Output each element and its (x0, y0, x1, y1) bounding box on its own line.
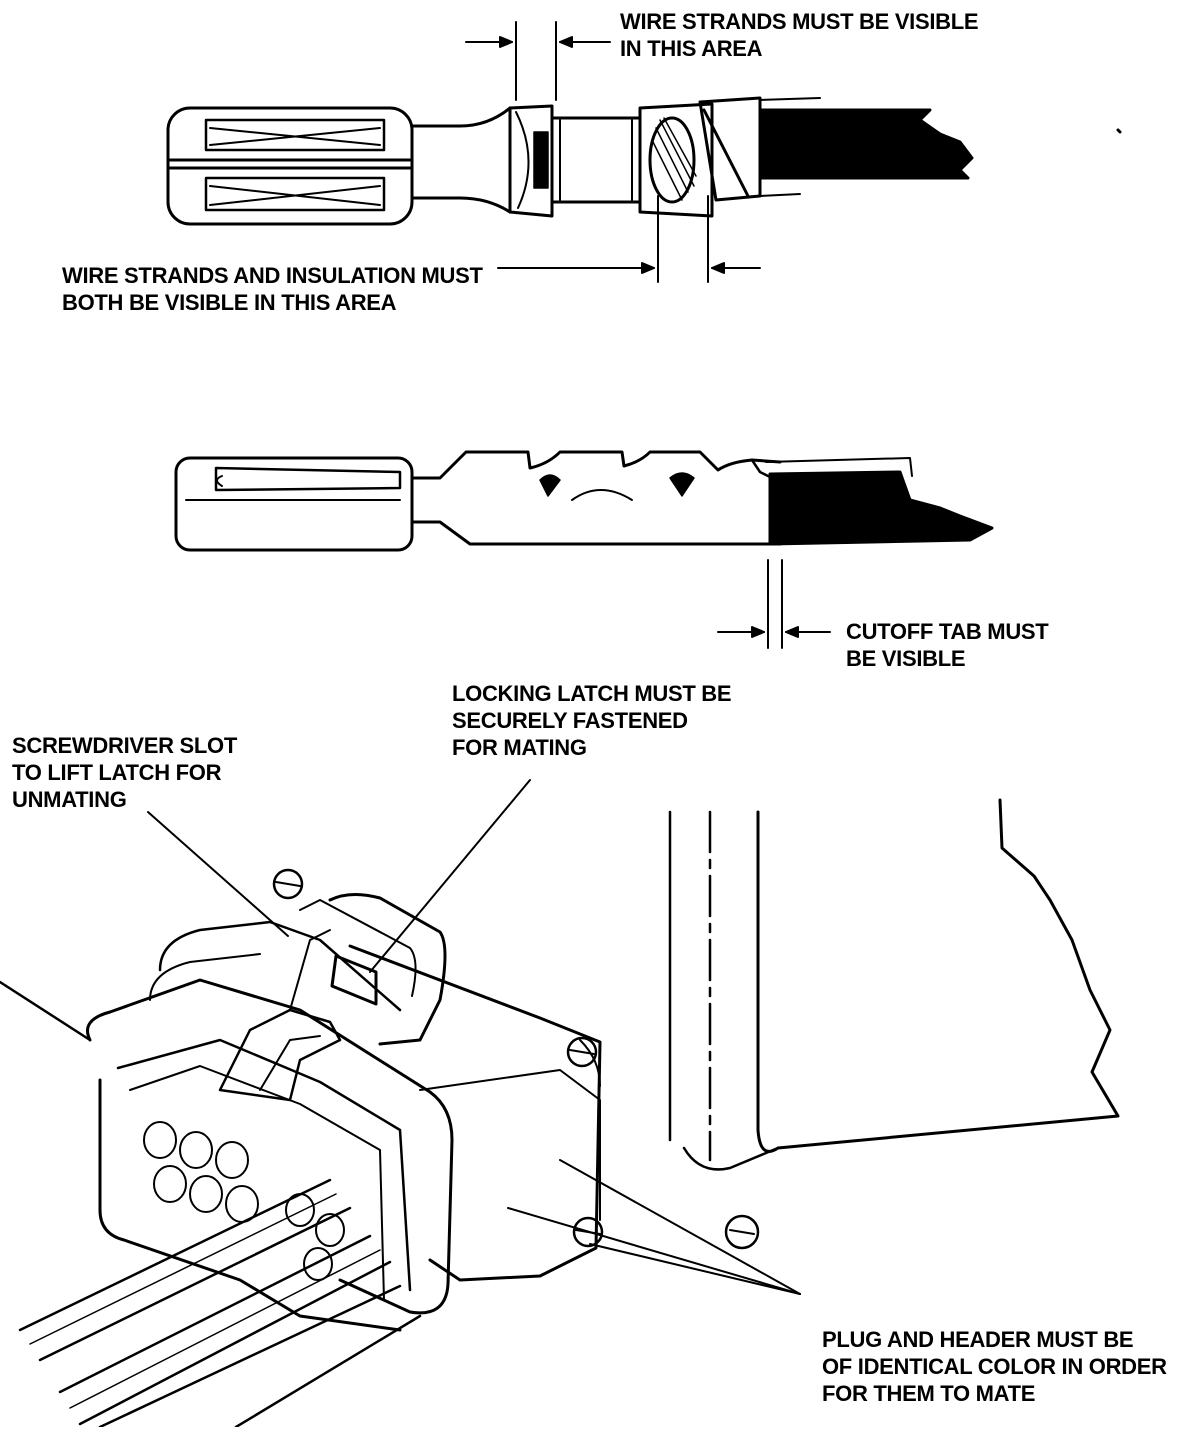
label-line: FOR THEM TO MATE (822, 1381, 1036, 1406)
label-line: BE VISIBLE (846, 646, 966, 671)
label-strands-and-insulation: WIRE STRANDS AND INSULATION MUST BOTH BE… (62, 262, 483, 316)
label-plug-header: PLUG AND HEADER MUST BE OF IDENTICAL COL… (822, 1326, 1167, 1407)
label-locking-latch: LOCKING LATCH MUST BE SECURELY FASTENED … (452, 680, 732, 761)
label-line: UNMATING (12, 787, 127, 812)
label-line: SECURELY FASTENED (452, 708, 688, 733)
strand-area-dimension (465, 21, 611, 101)
wire-bundle (0, 980, 422, 1429)
label-line: WIRE STRANDS MUST BE VISIBLE (620, 9, 979, 34)
label-wire-strands-visible: WIRE STRANDS MUST BE VISIBLE IN THIS ARE… (620, 8, 979, 62)
label-screwdriver-slot: SCREWDRIVER SLOT TO LIFT LATCH FOR UNMAT… (12, 732, 237, 813)
label-line: LOCKING LATCH MUST BE (452, 681, 732, 706)
label-cutoff-tab: CUTOFF TAB MUST BE VISIBLE (846, 618, 1049, 672)
label-line: WIRE STRANDS AND INSULATION MUST (62, 263, 483, 288)
label-line: IN THIS AREA (620, 36, 763, 61)
leader-lines (147, 779, 801, 1295)
label-line: OF IDENTICAL COLOR IN ORDER (822, 1354, 1167, 1379)
label-line: BOTH BE VISIBLE IN THIS AREA (62, 290, 397, 315)
cutoff-tab-dimension (717, 559, 831, 649)
label-line: PLUG AND HEADER MUST BE (822, 1327, 1134, 1352)
label-line: SCREWDRIVER SLOT (12, 733, 237, 758)
top-terminal (166, 96, 1122, 226)
label-line: CUTOFF TAB MUST (846, 619, 1049, 644)
label-line: FOR MATING (452, 735, 587, 760)
label-line: TO LIFT LATCH FOR (12, 760, 222, 785)
header-connector (272, 868, 604, 1282)
plug-connector (86, 893, 454, 1332)
insulation-area-dimension (497, 195, 761, 283)
middle-terminal (174, 450, 994, 552)
mounting-panel (668, 798, 1120, 1250)
